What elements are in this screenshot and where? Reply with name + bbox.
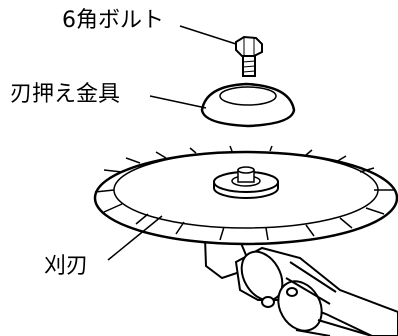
shaft-assembly [203,230,398,336]
blade-teeth [94,145,394,241]
hex-bolt-leader [179,25,237,45]
blade-holder-part [200,82,296,128]
hex-bolt-label: 6角ボルト [62,8,164,33]
blade-label: 刈刃 [44,254,89,279]
blade-leader [107,215,163,261]
blade-holder-leader [149,95,207,109]
blade-disc [93,145,398,246]
hex-bolt-part [235,35,263,77]
blade-holder-label: 刃押え金具 [10,82,121,107]
